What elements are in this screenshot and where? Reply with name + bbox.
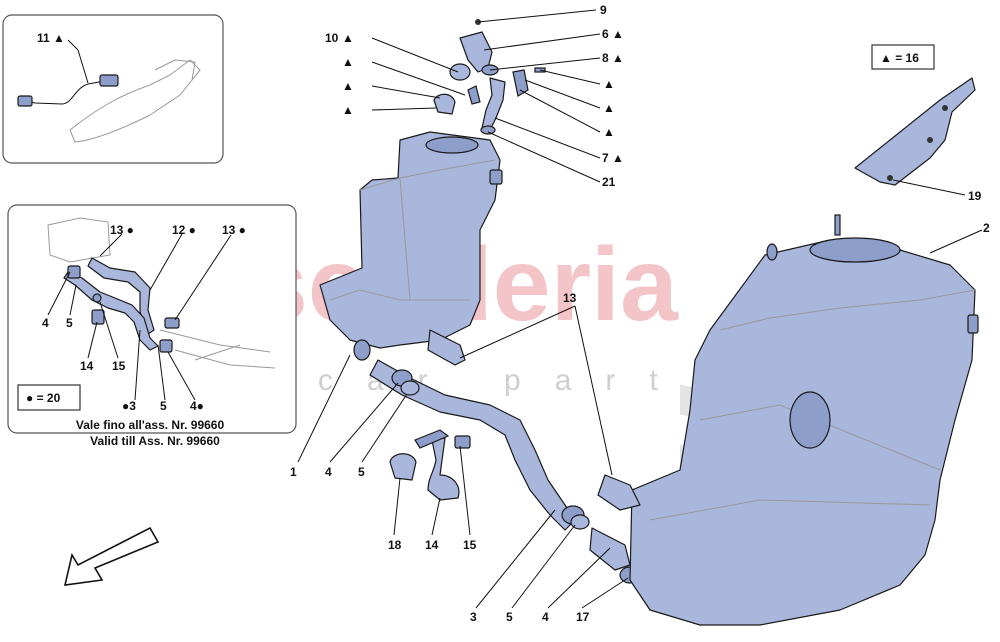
callout-4-inset: 4 bbox=[42, 316, 49, 330]
callout-14-inset: 14 bbox=[80, 359, 94, 373]
callout-13-inset-left: 13 ● bbox=[110, 223, 134, 237]
callout-14: 14 bbox=[425, 538, 439, 552]
callout-3-inset: ●3 bbox=[122, 399, 136, 413]
hose-3 bbox=[369, 359, 641, 584]
right-fuel-tank bbox=[597, 214, 979, 626]
callout-triangle-2: ▲ bbox=[342, 79, 354, 93]
callout-10: 10 bbox=[325, 31, 339, 45]
callout-13: 13 bbox=[563, 291, 577, 305]
direction-arrow-icon bbox=[63, 526, 160, 586]
callout-8: 8 ▲ bbox=[602, 51, 624, 65]
callout-triangle-3: ▲ bbox=[342, 103, 354, 117]
callout-5-bottom: 5 bbox=[506, 610, 513, 624]
validity-line-2: Valid till Ass. Nr. 99660 bbox=[90, 434, 220, 448]
callout-1: 1 bbox=[290, 465, 297, 479]
callout-4b-inset: 4● bbox=[190, 399, 204, 413]
callout-13-inset-right: 13 ● bbox=[222, 223, 246, 237]
callout-5b-inset: 5 bbox=[160, 399, 167, 413]
leader-lines bbox=[297, 9, 983, 609]
callout-10-triangle: ▲ bbox=[342, 31, 354, 45]
callout-15-inset: 15 bbox=[112, 359, 126, 373]
callout-21: 21 bbox=[602, 175, 616, 189]
bracket-19: 19 bbox=[854, 77, 982, 203]
callout-4-bottom: 4 bbox=[542, 610, 549, 624]
callout-2: 2 bbox=[983, 221, 990, 235]
callout-5: 5 bbox=[358, 465, 365, 479]
callout-18: 18 bbox=[388, 538, 402, 552]
callout-9: 9 bbox=[600, 3, 607, 17]
callout-3: 3 bbox=[470, 610, 477, 624]
callout-17: 17 bbox=[576, 610, 590, 624]
validity-line-1: Vale fino all'ass. Nr. 99660 bbox=[76, 418, 225, 432]
clips-18-14-15 bbox=[389, 429, 471, 501]
callout-labels: 10 ▲ ▲ ▲ ▲ 9 6 ▲ 8 ▲ ▲ ▲ ▲ 7 ▲ 21 2 13 1… bbox=[290, 3, 990, 624]
legend-dot-box bbox=[17, 384, 81, 411]
legend-dot-qty: ● = 20 bbox=[26, 391, 61, 405]
left-fuel-tank bbox=[319, 131, 503, 366]
callout-15: 15 bbox=[463, 538, 477, 552]
callout-4: 4 bbox=[325, 465, 332, 479]
callout-11: 11 ▲ bbox=[37, 31, 65, 45]
callout-12-inset: 12 ● bbox=[172, 223, 196, 237]
inset-box-hoses: 13 ● 12 ● 13 ● 4 5 14 15 ●3 5 4● ● = 20 … bbox=[7, 204, 297, 434]
callout-6: 6 ▲ bbox=[602, 27, 624, 41]
callout-triangle-6: ▲ bbox=[603, 125, 615, 139]
callout-19: 19 bbox=[968, 189, 982, 203]
callout-5-inset: 5 bbox=[66, 316, 73, 330]
inset-box-sensor: 11 ▲ bbox=[2, 14, 224, 164]
legend-triangle-qty: ▲ = 16 bbox=[880, 51, 919, 65]
callout-triangle-5: ▲ bbox=[603, 101, 615, 115]
callout-triangle-1: ▲ bbox=[342, 55, 354, 69]
filler-neck-parts bbox=[433, 19, 546, 135]
callout-triangle-4: ▲ bbox=[603, 77, 615, 91]
callout-7: 7 ▲ bbox=[602, 151, 624, 165]
legend-triangle-box: ▲ = 16 bbox=[871, 44, 935, 70]
